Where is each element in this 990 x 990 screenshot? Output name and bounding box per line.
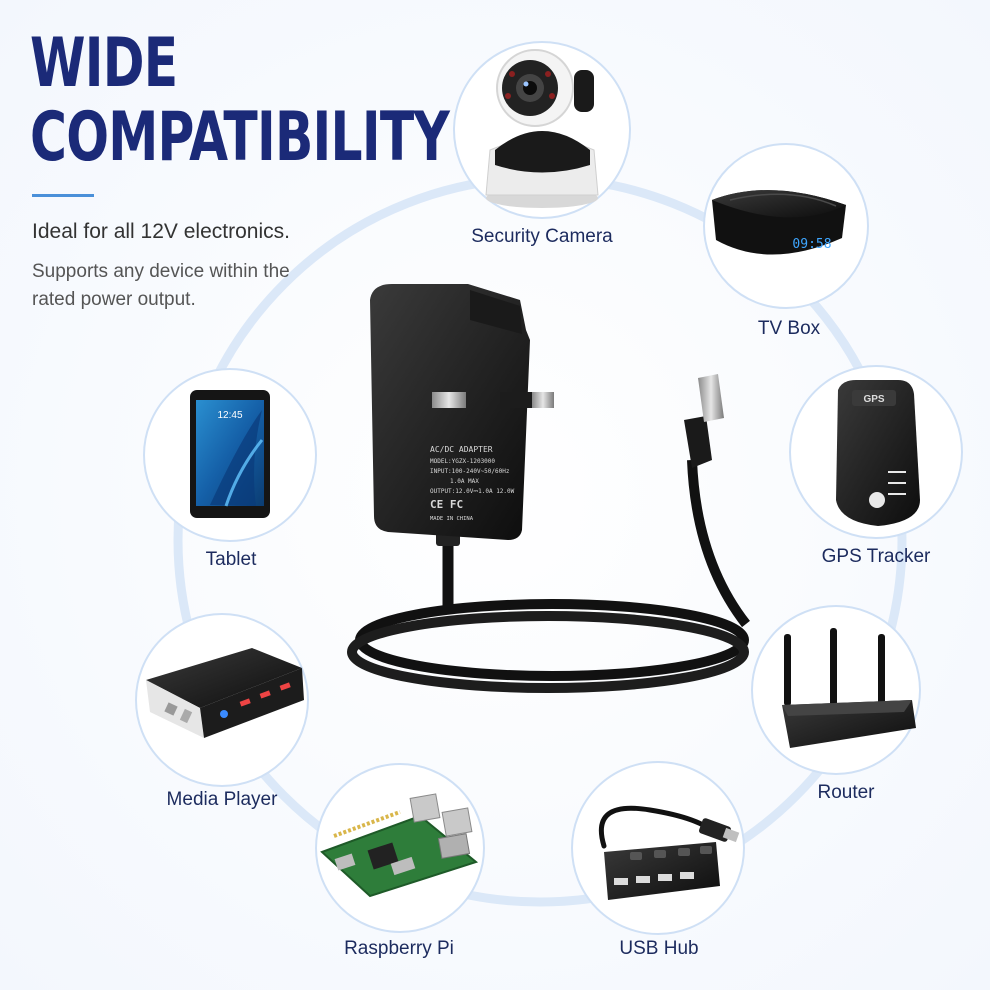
label-usb-hub: USB Hub — [619, 938, 699, 959]
plug-prong-right — [532, 392, 554, 408]
tv-box-icon: 09:58 — [712, 190, 846, 255]
tablet-icon: 12:45 — [190, 390, 270, 518]
sub-text-line-1: Supports any device within the — [32, 261, 290, 282]
adapter-model: MODEL:YGZX-1203000 — [430, 458, 495, 465]
raspberry-pi-icon — [320, 793, 479, 898]
label-raspberry-pi: Raspberry Pi — [344, 938, 454, 959]
adapter-input: INPUT:100-240V~50/60Hz — [430, 468, 510, 475]
power-adapter: AC/DC ADAPTER MODEL:YGZX-1203000 INPUT:1… — [347, 284, 750, 693]
lead-text: Ideal for all 12V electronics. — [32, 220, 290, 243]
adapter-input-current: 1.0A MAX — [450, 478, 479, 485]
page-title-line-2: COMPATIBILITY — [30, 98, 450, 177]
router-icon — [782, 628, 916, 748]
label-gps-tracker: GPS Tracker — [821, 546, 931, 567]
label-security-camera: Security Camera — [471, 226, 613, 247]
adapter-marks: CE FC — [430, 498, 463, 511]
title-divider — [32, 194, 94, 197]
usb-hub-icon — [598, 805, 740, 900]
dc-plug-tip — [698, 374, 724, 422]
page-title-line-1: WIDE — [30, 24, 178, 103]
tablet-clock: 12:45 — [217, 410, 242, 421]
adapter-output: OUTPUT:12.0V⎓1.0A 12.0W — [430, 488, 515, 495]
tv-box-display: 09:58 — [792, 237, 831, 252]
label-router: Router — [817, 782, 875, 803]
label-media-player: Media Player — [166, 789, 278, 810]
label-tv-box: TV Box — [757, 318, 821, 339]
gps-tracker-icon: GPS — [836, 380, 920, 526]
sub-text-line-2: rated power output. — [32, 289, 196, 310]
adapter-made-in: MADE IN CHINA — [430, 516, 474, 522]
gps-badge: GPS — [863, 394, 884, 405]
adapter-label-title: AC/DC ADAPTER — [430, 445, 493, 454]
security-camera-icon — [485, 49, 599, 208]
label-tablet: Tablet — [205, 549, 257, 570]
plug-prong-left — [432, 392, 466, 408]
media-player-icon — [146, 648, 304, 738]
